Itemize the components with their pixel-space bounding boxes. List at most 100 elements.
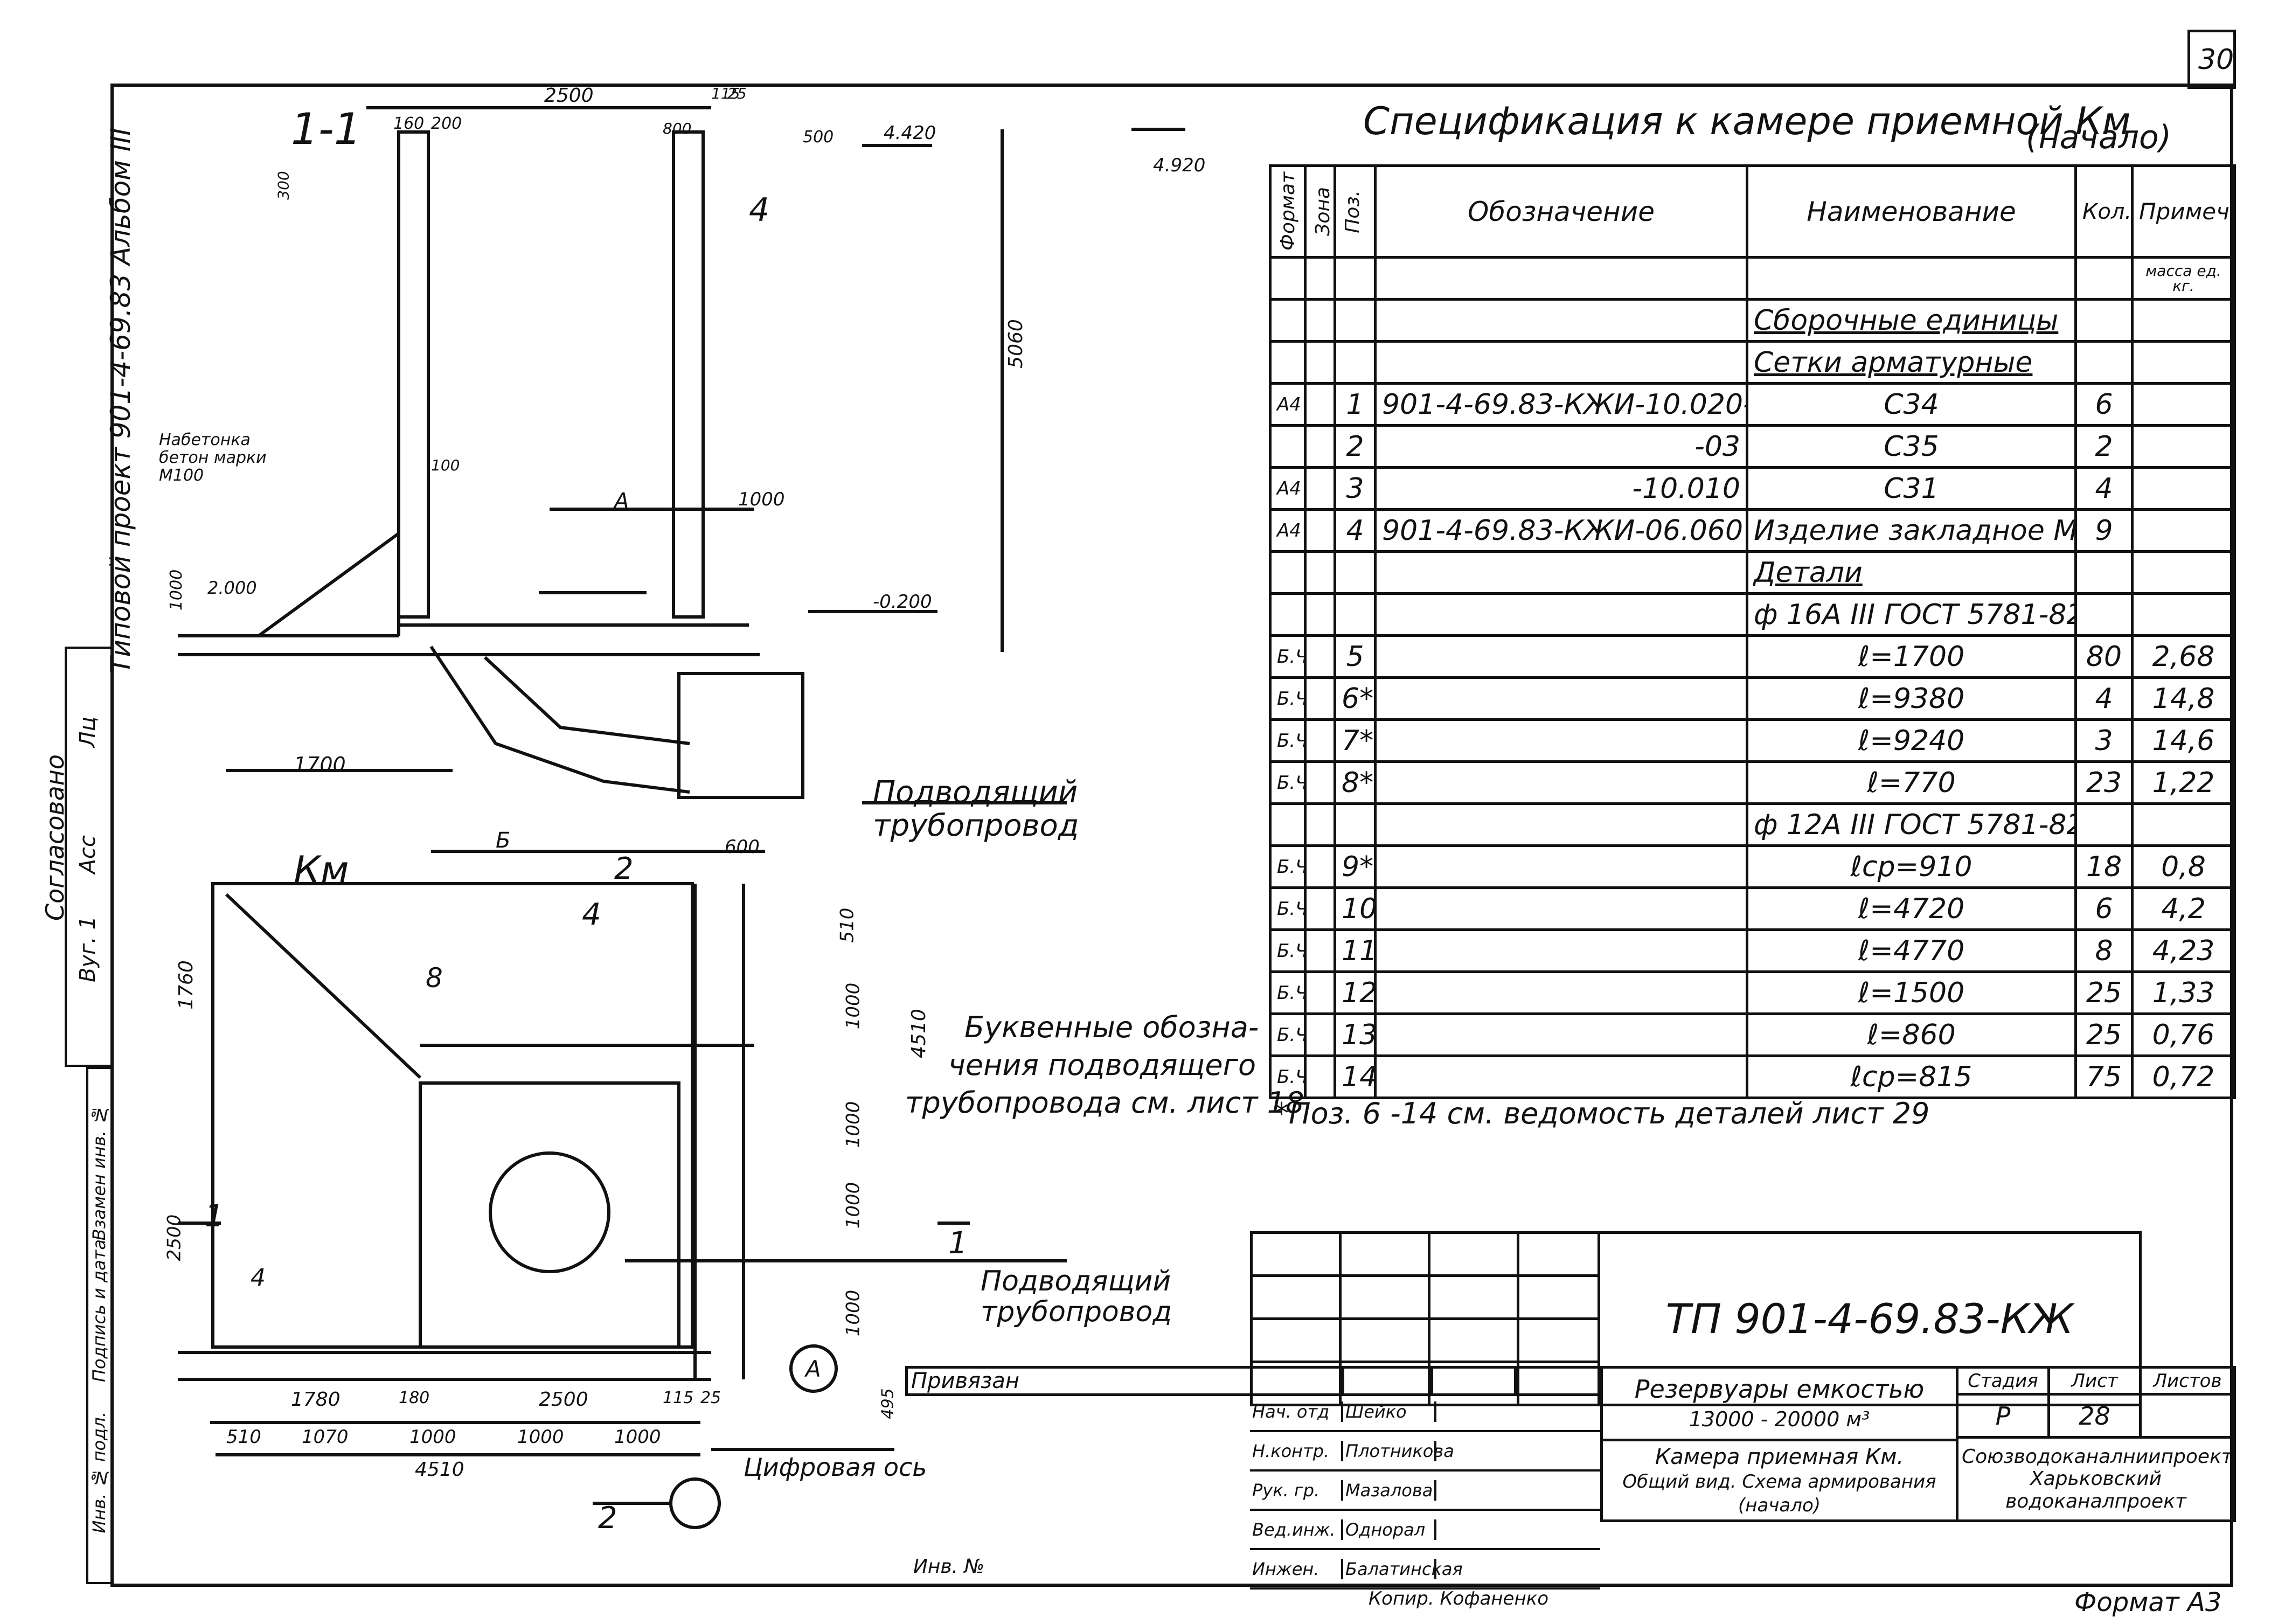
spec-cell-format	[1269, 340, 1307, 385]
spec-cell-designation	[1374, 298, 1748, 343]
sheet-title: Камера приемная Км. Общий вид. Схема арм…	[1600, 1439, 1958, 1522]
plan-dim: 1000	[842, 1289, 864, 1337]
spec-cell-note: 1,22	[2131, 760, 2236, 805]
section-dim: 1000	[738, 489, 785, 510]
spec-cell-designation	[1374, 1054, 1748, 1099]
spec-cell-designation	[1374, 676, 1748, 721]
spec-cell-quantity	[2074, 802, 2134, 847]
spec-cell-designation	[1374, 970, 1748, 1015]
spec-cell-name: Детали	[1746, 550, 2077, 595]
spec-cell-zone	[1304, 466, 1336, 511]
spec-cell-position	[1333, 340, 1377, 385]
section-fill-note: Набетонка бетон марки М100	[159, 431, 267, 485]
spec-cell-quantity	[2074, 592, 2134, 637]
spec-cell-designation	[1374, 760, 1748, 805]
spec-cell-name: ℓ=860	[1746, 1012, 2077, 1057]
plan-dim: 1000	[842, 1182, 864, 1229]
plan-dim: 1070	[302, 1426, 349, 1448]
spec-cell-position: 8*	[1333, 760, 1377, 805]
spec-row: ф 16А III ГОСТ 5781-82	[1269, 592, 2236, 637]
spec-cell-format: А4	[1269, 466, 1307, 511]
spec-cell-zone	[1304, 298, 1336, 343]
attached-label: Привязан	[905, 1366, 1253, 1396]
spec-cell-quantity	[2074, 340, 2134, 385]
inv-label: Инв. №	[913, 1556, 985, 1578]
plan-dim: 1000	[614, 1426, 661, 1448]
plan-dim: 1000	[842, 1101, 864, 1148]
role-label: Вед.инж.	[1250, 1519, 1343, 1540]
title-block-right: Резервуары емкостью 13000 - 20000 м³ Ста…	[1600, 1366, 2236, 1522]
spec-cell-position: 10*	[1333, 886, 1377, 931]
spec-cell-designation	[1374, 928, 1748, 973]
legend-note-line: трубопровода см. лист 18	[905, 1086, 1304, 1120]
spec-cell-position: 5	[1333, 634, 1377, 679]
spec-cell-designation	[1374, 844, 1748, 889]
plan-dim: 115	[663, 1389, 694, 1407]
spec-header: Обозначение	[1374, 164, 1748, 259]
spec-cell-note	[2131, 382, 2236, 427]
section-wall-left	[397, 130, 430, 619]
spec-cell-position	[1333, 298, 1377, 343]
plan-mark: 4	[251, 1264, 266, 1292]
plan-dim: 4510	[415, 1459, 464, 1481]
spec-mass-note: масса ед. кг.	[2131, 256, 2236, 301]
spec-cell-note	[2131, 592, 2236, 637]
spec-cell-zone	[1304, 718, 1336, 763]
role-name: Балатинская	[1343, 1558, 1463, 1579]
spec-cell-designation	[1374, 1012, 1748, 1057]
spec-cell-format	[1269, 592, 1307, 637]
project-title-line: 13000 - 20000 м³	[1689, 1407, 1870, 1431]
spec-cell-format: Б.Ч.	[1269, 886, 1307, 931]
spec-cell-name: ℓ=9380	[1746, 676, 2077, 721]
spec-cell-format: Б.Ч.	[1269, 1054, 1307, 1099]
spec-cell-note: 4,2	[2131, 886, 2236, 931]
section-dim: 1000	[167, 569, 186, 611]
spec-cell-note: 0,72	[2131, 1054, 2236, 1099]
plan-dim: 1000	[842, 982, 864, 1030]
spec-cell-zone	[1304, 424, 1336, 469]
spec-cell-quantity: 9	[2074, 508, 2134, 553]
spec-cell-format: А4	[1269, 508, 1307, 553]
spec-title: Спецификация к камере приемной Км	[1363, 99, 2131, 143]
sheet-value: 28	[2047, 1393, 2142, 1439]
legend-note-line: Буквенные обозна-	[964, 1010, 1259, 1044]
plan-dim: 2500	[539, 1389, 588, 1411]
spec-cell-name: ℓ=1500	[1746, 970, 2077, 1015]
spec-cell-zone	[1304, 1054, 1336, 1099]
spec-cell-format: Б.Ч.	[1269, 634, 1307, 679]
plan-outline	[211, 882, 694, 1349]
spec-footnote: *Поз. 6 -14 см. ведомость деталей лист 2…	[1274, 1096, 1930, 1130]
org-line: Харьковский	[2030, 1468, 2162, 1490]
section-dim: 2500	[544, 85, 594, 107]
plan-dim: 2500	[163, 1214, 185, 1261]
section-dim: 300	[274, 171, 293, 200]
cut-mark: 2	[614, 851, 634, 886]
spec-row: Детали	[1269, 550, 2236, 595]
spec-cell-designation: 901-4-69.83-КЖИ-06.060	[1374, 508, 1748, 553]
plan-dim: 1000	[409, 1426, 456, 1448]
spec-cell-quantity: 18	[2074, 844, 2134, 889]
spec-cell-note: 1,33	[2131, 970, 2236, 1015]
spec-cell-position: 4	[1333, 508, 1377, 553]
spec-cell-zone	[1304, 970, 1336, 1015]
spec-cell-name: С31	[1746, 466, 2077, 511]
spec-cell-zone	[1304, 340, 1336, 385]
project-title: Резервуары емкостью 13000 - 20000 м³	[1600, 1366, 1958, 1441]
spec-cell-position: 3	[1333, 466, 1377, 511]
section-dim: 500	[803, 128, 834, 147]
spec-cell-quantity	[2074, 298, 2134, 343]
section-dim: 100	[431, 456, 460, 474]
spec-cell-designation	[1374, 634, 1748, 679]
cut-mark: 2	[598, 1501, 617, 1536]
spec-cell-zone	[1304, 760, 1336, 805]
spec-cell-note: 2,68	[2131, 634, 2236, 679]
spec-cell-quantity: 25	[2074, 970, 2134, 1015]
plan-dim: 510	[836, 907, 858, 943]
